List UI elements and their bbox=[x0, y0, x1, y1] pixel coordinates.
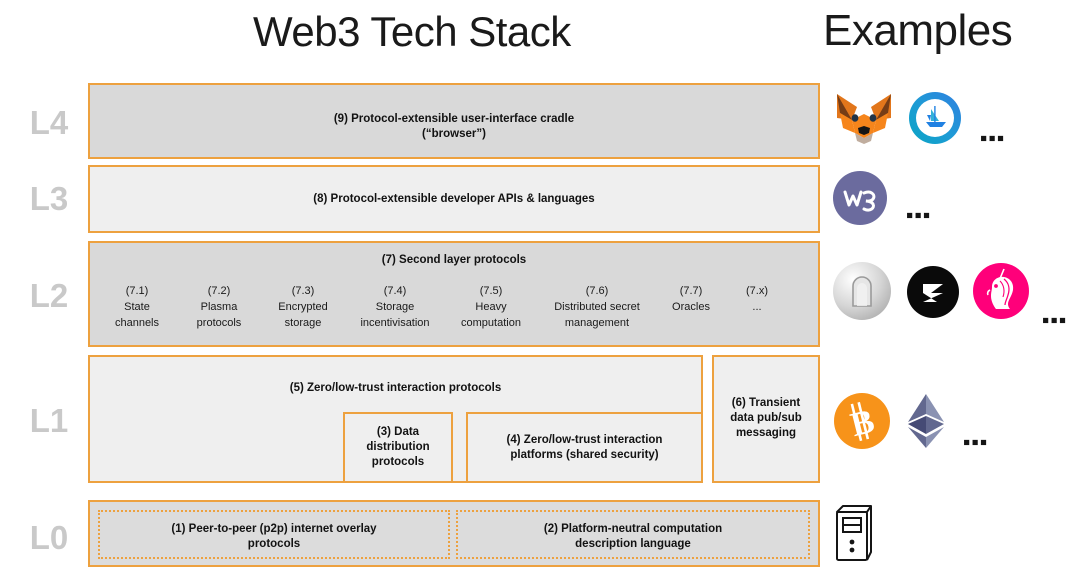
layer-box-l1-transient-messaging[interactable]: (6) Transient data pub/sub messaging bbox=[712, 355, 820, 483]
l2-column-7-4[interactable]: (7.4) Storage incentivisation bbox=[346, 283, 444, 331]
l2-column-7-3[interactable]: (7.3) Encrypted storage bbox=[260, 283, 346, 331]
l2-column-7-7-number: (7.7) bbox=[679, 285, 703, 297]
l2-column-7-5[interactable]: (7.5) Heavy computation bbox=[444, 283, 538, 331]
l2-column-7-5-line1: Heavy bbox=[475, 301, 507, 313]
layer-box-l0-computation-language[interactable]: (2) Platform-neutral computation descrip… bbox=[456, 510, 810, 559]
l1-six-line2: data pub/sub bbox=[730, 412, 802, 424]
raiden-logo[interactable] bbox=[833, 262, 891, 320]
l2-column-7-1-number: (7.1) bbox=[125, 285, 149, 297]
l1-six-line1: (6) Transient bbox=[731, 397, 801, 409]
zksync-logo[interactable] bbox=[907, 266, 959, 318]
l2-column-7-2[interactable]: (7.2) Plasma protocols bbox=[178, 283, 260, 331]
l2-column-7-4-number: (7.4) bbox=[383, 285, 407, 297]
l2-column-7-3-number: (7.3) bbox=[291, 285, 315, 297]
layer-label-l3: L3 bbox=[29, 180, 69, 217]
l2-column-7-4-line2: incentivisation bbox=[360, 317, 430, 329]
web3js-logo[interactable] bbox=[833, 171, 887, 225]
l2-column-7-6-line2: management bbox=[564, 317, 630, 329]
layer-label-l2: L2 bbox=[29, 277, 69, 314]
l2-examples-ellipsis: ▪▪▪ bbox=[1042, 309, 1068, 332]
l3-examples-ellipsis: ▪▪▪ bbox=[906, 204, 932, 227]
layer-box-l1-data-distribution-protocols[interactable]: (3) Data distribution protocols bbox=[343, 412, 453, 483]
l2-title: (7) Second layer protocols bbox=[381, 254, 527, 266]
l1-six-line3: messaging bbox=[735, 427, 797, 439]
l4-text-line2: (“browser”) bbox=[422, 128, 486, 140]
l2-column-7-5-line2: computation bbox=[461, 317, 521, 329]
l2-column-7-1-line1: State bbox=[124, 301, 150, 313]
l2-column-7-5-number: (7.5) bbox=[479, 285, 503, 297]
l4-text-line1: (9) Protocol-extensible user-interface c… bbox=[333, 113, 575, 125]
l0-one-line1: (1) Peer-to-peer (p2p) internet overlay bbox=[171, 523, 377, 535]
l2-column-7-1-line2: channels bbox=[114, 317, 160, 329]
layer-box-l4[interactable]: (9) Protocol-extensible user-interface c… bbox=[88, 83, 820, 159]
l2-column-7-x-number: (7.x) bbox=[746, 285, 768, 297]
l2-column-7-6-number: (7.6) bbox=[585, 285, 609, 297]
l1-three-line2: distribution bbox=[366, 441, 430, 453]
l2-column-7-2-line1: Plasma bbox=[200, 301, 238, 313]
l1-three-line1: (3) Data bbox=[376, 426, 420, 438]
layer-label-l4: L4 bbox=[29, 104, 69, 141]
l2-column-7-7-line1: Oracles bbox=[672, 301, 710, 313]
layer-box-l2[interactable]: (7) Second layer protocols (7.1) State c… bbox=[88, 241, 820, 347]
server-tower-icon[interactable] bbox=[833, 502, 879, 564]
page-title: Web3 Tech Stack bbox=[253, 8, 571, 55]
l4-examples-ellipsis: ▪▪▪ bbox=[980, 127, 1006, 150]
layer-box-l3[interactable]: (8) Protocol-extensible developer APIs &… bbox=[88, 165, 820, 233]
layer-label-l0: L0 bbox=[29, 519, 69, 556]
layer-label-l1: L1 bbox=[29, 402, 69, 439]
l0-two-line2: description language bbox=[575, 538, 691, 550]
layer-box-l0[interactable]: (1) Peer-to-peer (p2p) internet overlay … bbox=[88, 500, 820, 567]
l1-examples-ellipsis: ▪▪▪ bbox=[963, 431, 989, 454]
layer-box-l0-p2p-overlay[interactable]: (1) Peer-to-peer (p2p) internet overlay … bbox=[98, 510, 450, 559]
metamask-fox-logo[interactable] bbox=[833, 88, 895, 146]
l1-four-line1: (4) Zero/low-trust interaction bbox=[506, 434, 663, 446]
l2-column-7-4-line1: Storage bbox=[375, 301, 415, 313]
uniswap-unicorn-logo[interactable] bbox=[973, 263, 1029, 319]
l2-column-7-6-line1: Distributed secret bbox=[554, 301, 640, 313]
l2-column-7-2-number: (7.2) bbox=[207, 285, 231, 297]
l1-five-text: (5) Zero/low-trust interaction protocols bbox=[289, 382, 502, 394]
l0-two-line1: (2) Platform-neutral computation bbox=[543, 523, 723, 535]
l2-column-7-6[interactable]: (7.6) Distributed secret management bbox=[538, 283, 656, 331]
ethereum-logo[interactable] bbox=[902, 392, 950, 450]
layer-box-l1-interaction-platforms[interactable]: (4) Zero/low-trust interaction platforms… bbox=[466, 412, 703, 483]
l2-column-7-7[interactable]: (7.7) Oracles bbox=[656, 283, 726, 315]
l3-text-line1: (8) Protocol-extensible developer APIs &… bbox=[313, 192, 595, 205]
l2-column-7-1[interactable]: (7.1) State channels bbox=[96, 283, 178, 331]
l2-column-7-x-line1: ... bbox=[752, 301, 762, 313]
l1-four-line2: platforms (shared security) bbox=[510, 449, 659, 461]
bitcoin-logo[interactable]: B bbox=[834, 393, 890, 449]
l2-column-7-3-line2: storage bbox=[284, 317, 322, 329]
l0-one-line2: protocols bbox=[247, 538, 301, 550]
examples-column-title: Examples bbox=[823, 6, 1013, 55]
opensea-sailboat-logo[interactable] bbox=[909, 92, 961, 144]
l1-three-line3: protocols bbox=[371, 456, 425, 468]
l2-column-7-3-line1: Encrypted bbox=[278, 301, 328, 313]
l2-column-7-x[interactable]: (7.x) ... bbox=[726, 283, 788, 315]
l2-column-7-2-line2: protocols bbox=[196, 317, 242, 329]
